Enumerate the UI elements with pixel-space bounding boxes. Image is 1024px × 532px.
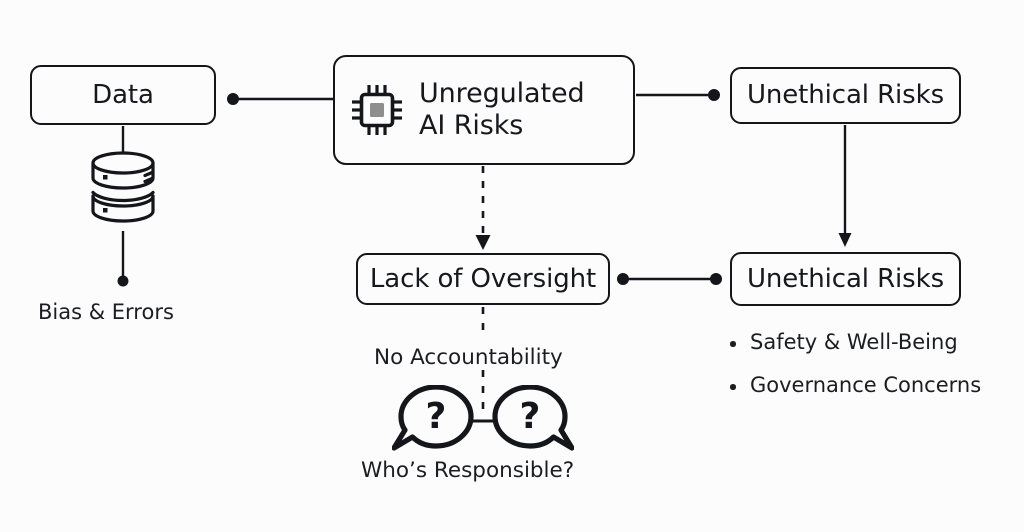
edge-center-to-unethical-top	[636, 89, 720, 101]
svg-text:?: ?	[426, 396, 447, 437]
caption-no-accountability: No Accountability	[374, 345, 563, 370]
node-unethical-risks-bottom-label: Unethical Risks	[746, 263, 945, 294]
edge-data-to-center	[227, 93, 334, 105]
database-icon	[86, 150, 160, 230]
node-data-label: Data	[92, 79, 154, 110]
node-unethical-risks-top[interactable]: Unethical Risks	[730, 67, 961, 124]
node-unethical-risks-top-label: Unethical Risks	[746, 80, 945, 111]
list-item: Safety & Well-Being	[722, 330, 981, 354]
node-unregulated-ai-risks[interactable]: Unregulated AI Risks	[333, 55, 635, 165]
chip-icon	[349, 82, 405, 138]
unethical-risks-bullet-list: Safety & Well-Being Governance Concerns	[722, 330, 981, 416]
node-lack-of-oversight-label: Lack of Oversight	[369, 263, 597, 294]
list-item: Governance Concerns	[722, 373, 981, 397]
node-unregulated-ai-risks-label: Unregulated AI Risks	[419, 77, 585, 141]
node-unethical-risks-bottom[interactable]: Unethical Risks	[730, 252, 961, 306]
edge-oversight-to-unethical-bottom	[617, 273, 722, 285]
edge-unethical-top-to-bottom	[838, 125, 852, 247]
question-bubble-left: ?	[391, 384, 474, 451]
caption-bias-errors: Bias & Errors	[38, 300, 174, 324]
question-speech-bubbles-icon: ? ?	[391, 384, 575, 453]
node-lack-of-oversight[interactable]: Lack of Oversight	[356, 253, 610, 305]
node-data[interactable]: Data	[30, 65, 216, 125]
svg-text:?: ?	[520, 396, 541, 437]
edge-center-to-oversight-dashed	[475, 166, 491, 250]
question-bubble-right: ?	[492, 384, 575, 451]
caption-whos-responsible: Who’s Responsible?	[361, 458, 575, 483]
